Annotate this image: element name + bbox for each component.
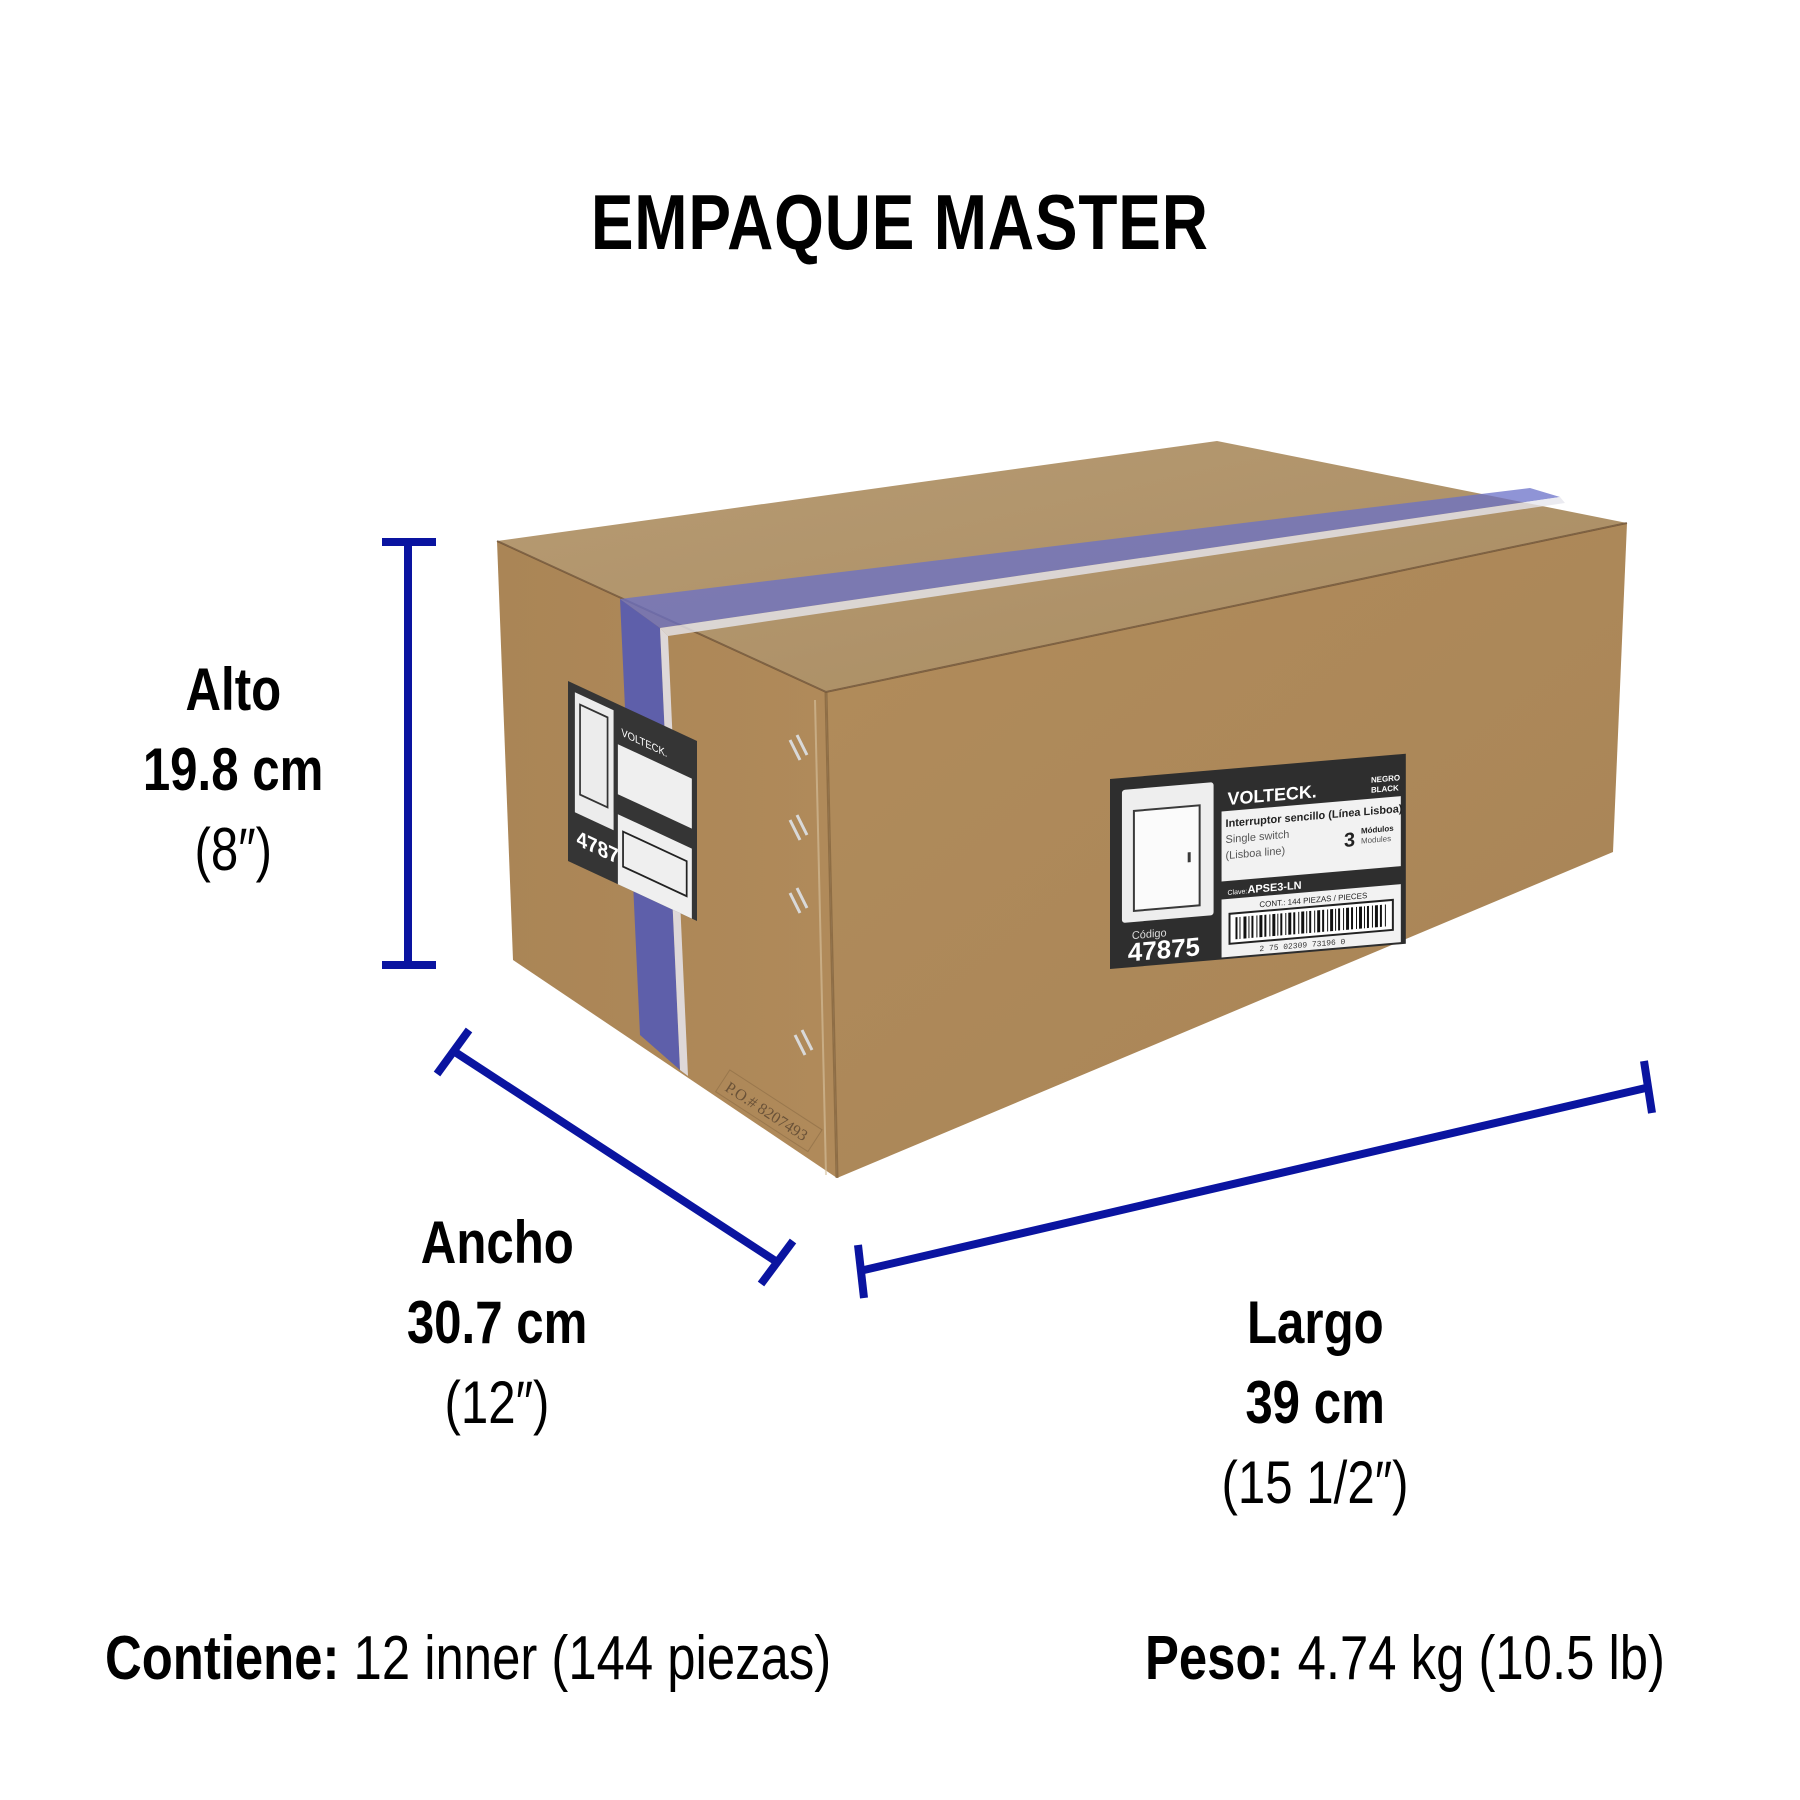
svg-text:Módulos: Módulos: [1361, 824, 1394, 836]
svg-text:NEGRO: NEGRO: [1371, 773, 1400, 784]
ancho-metric: 30.7 cm: [406, 1289, 588, 1356]
alto-dimension-line: [382, 538, 436, 969]
contents-key: Contiene:: [105, 1624, 340, 1693]
svg-text:(Lisboa line): (Lisboa line): [1226, 845, 1286, 862]
ancho-title: Ancho: [420, 1209, 574, 1276]
ancho-imperial: (12″): [444, 1369, 550, 1436]
svg-text:3: 3: [1344, 829, 1355, 852]
svg-text:47875: 47875: [1128, 931, 1200, 967]
svg-text:Clave:: Clave:: [1228, 888, 1248, 897]
svg-text:Single switch: Single switch: [1226, 829, 1290, 846]
tape-top: [620, 488, 1560, 628]
barcode: [1235, 904, 1386, 940]
ancho-dimension-line: [433, 1027, 797, 1287]
staples: [788, 734, 814, 1056]
alto-title: Alto: [185, 656, 281, 723]
svg-text:Modules: Modules: [1361, 834, 1391, 846]
largo-label: Largo 39 cm (15 1/2″): [1135, 1288, 1495, 1528]
largo-imperial: (15 1/2″): [1221, 1449, 1409, 1516]
alto-metric: 19.8 cm: [142, 736, 324, 803]
svg-text:BLACK: BLACK: [1371, 783, 1399, 794]
ancho-label: Ancho 30.7 cm (12″): [317, 1208, 677, 1448]
largo-dimension-line: [854, 1060, 1656, 1299]
weight-value: 4.74 kg (10.5 lb): [1297, 1624, 1665, 1693]
front-label: Código 47875 VOLTECK. NEGRO BLACK Interr…: [1110, 753, 1406, 969]
dimension-lines: [382, 538, 1656, 1299]
contents-value: 12 inner (144 piezas): [353, 1624, 832, 1693]
svg-text:APSE3-LN: APSE3-LN: [1247, 880, 1301, 897]
largo-metric: 39 cm: [1245, 1369, 1385, 1436]
weight-key: Peso:: [1145, 1624, 1284, 1693]
alto-imperial: (8″): [194, 816, 272, 883]
page-title: EMPAQUE MASTER: [591, 178, 1209, 266]
side-label: 47875 VOLTECK.: [568, 681, 698, 922]
alto-label: Alto 19.8 cm (8″): [53, 655, 413, 895]
weight-info: Peso: 4.74 kg (10.5 lb): [1145, 1628, 1779, 1690]
svg-text:Código: Código: [1132, 927, 1167, 942]
largo-title: Largo: [1246, 1289, 1384, 1356]
contents-info: Contiene: 12 inner (144 piezas): [105, 1628, 991, 1690]
